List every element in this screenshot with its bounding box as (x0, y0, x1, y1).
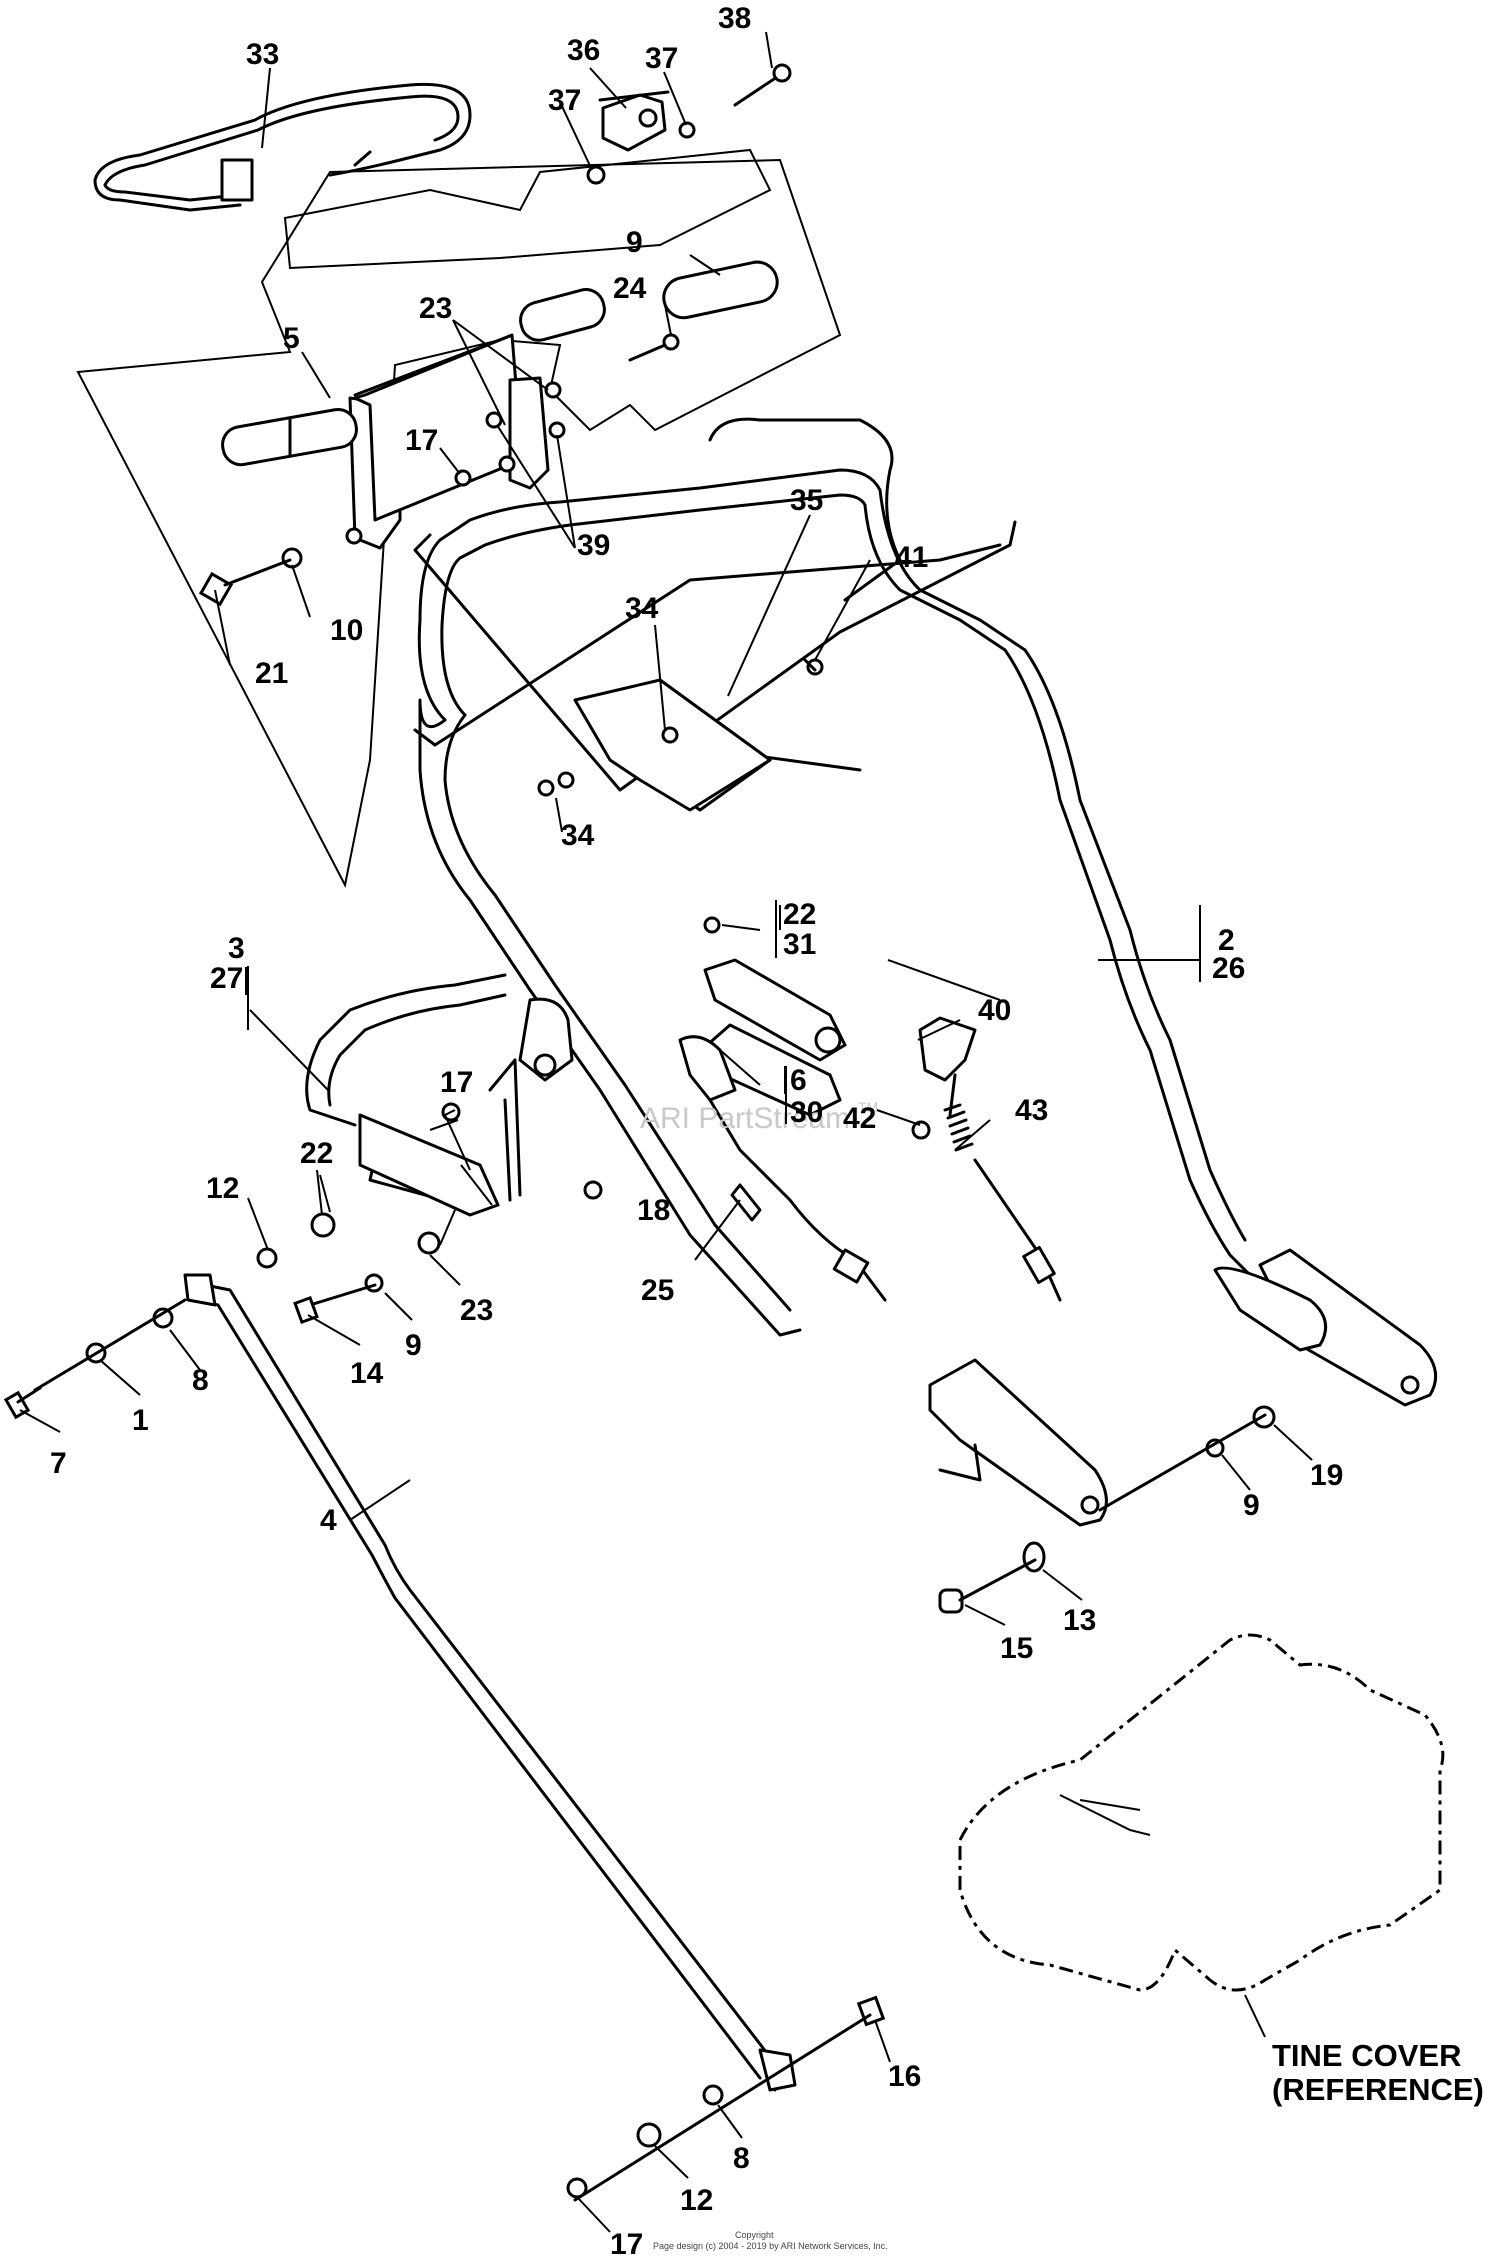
callout-8a: 8 (192, 1364, 209, 1397)
tine-cover-reference (958, 1633, 1445, 1992)
callout-33: 33 (246, 38, 279, 71)
callout-25: 25 (641, 1274, 674, 1307)
callout-4: 4 (320, 1504, 337, 1537)
callout-34b: 34 (561, 819, 595, 852)
callout-23: 23 (419, 292, 452, 325)
callout-36: 36 (567, 34, 600, 67)
callout-11: 9 (626, 226, 643, 259)
callout-7: 7 (50, 1447, 67, 1480)
callout-3: 3 (228, 932, 245, 965)
callout-26: 26 (1212, 952, 1245, 985)
upper-handle-assembly (221, 260, 779, 550)
callout-15: 15 (1000, 1632, 1033, 1665)
callout-brackets (247, 900, 1201, 1124)
callout-40: 40 (978, 994, 1011, 1027)
callout-labels: 33 36 37 37 38 9 24 23 5 17 39 10 21 35 … (50, 2, 1343, 2257)
callout-22: 23 (460, 1294, 493, 1327)
lower-handle-left-bracket (928, 1358, 1108, 1527)
operator-bail (93, 82, 472, 212)
watermark-tm: TM (858, 1099, 878, 1115)
callout-37b: 37 (548, 84, 581, 117)
callout-18b: 19 (1310, 1459, 1343, 1492)
callout-31: 31 (783, 928, 816, 961)
callout-39: 39 (577, 529, 610, 562)
callout-24: 24 (613, 272, 647, 305)
callout-5: 5 (283, 322, 300, 355)
callout-12b: 12 (680, 2184, 713, 2217)
callout-41: 41 (895, 541, 928, 574)
tine-cover-label-sub: (REFERENCE) (1272, 2072, 1484, 2107)
callout-1: 1 (132, 1404, 149, 1437)
callout-19: 21 (255, 657, 288, 690)
callout-42: 42 (843, 1102, 876, 1135)
callout-17c: 17 (610, 2228, 643, 2257)
callout-17b: 17 (440, 1066, 473, 1099)
callout-30: 30 (790, 1096, 823, 1129)
callout-2: 2 (1218, 924, 1235, 957)
callout-9a: 9 (405, 1329, 422, 1362)
callout-17a: 17 (405, 424, 438, 457)
callout-38: 38 (718, 2, 751, 35)
watermark: ARI PartStream (640, 1102, 850, 1135)
hardware (3, 63, 1276, 2202)
leader-lines (19, 31, 1313, 2233)
lower-handle-right-bracket (1213, 1248, 1438, 1407)
callout-34a: 34 (625, 592, 659, 625)
lower-handle-left (305, 973, 574, 1217)
main-handle-upper (413, 417, 1267, 1337)
callout-37a: 37 (645, 42, 678, 75)
callout-13: 13 (1063, 1604, 1096, 1637)
callout-12a: 12 (206, 1172, 239, 1205)
callout-21: 22 (300, 1137, 333, 1170)
callout-8b: 8 (733, 2142, 750, 2175)
callout-27: 27 (210, 962, 243, 995)
copyright-heading: Copyright (735, 2230, 774, 2240)
control-lever (678, 958, 887, 1302)
callout-16: 16 (888, 2060, 921, 2093)
callout-10: 10 (330, 614, 363, 647)
spring-assembly (918, 1016, 1062, 1302)
upper-inset-panel (76, 158, 842, 888)
tine-cover-label: TINE COVER (1272, 2038, 1461, 2073)
callout-18a: 18 (637, 1194, 670, 1227)
callout-20: 22 (783, 898, 816, 931)
callout-9b: 9 (1243, 1489, 1260, 1522)
callout-35: 35 (790, 484, 823, 517)
callout-6: 6 (790, 1064, 807, 1097)
callout-14: 14 (350, 1357, 384, 1390)
control-bracket (598, 90, 670, 152)
copyright-notice: Page design (c) 2004 - 2019 by ARI Netwo… (653, 2241, 888, 2251)
callout-43: 43 (1015, 1094, 1048, 1127)
link-rod (183, 1273, 797, 2092)
lower-inset-panel (283, 148, 772, 270)
